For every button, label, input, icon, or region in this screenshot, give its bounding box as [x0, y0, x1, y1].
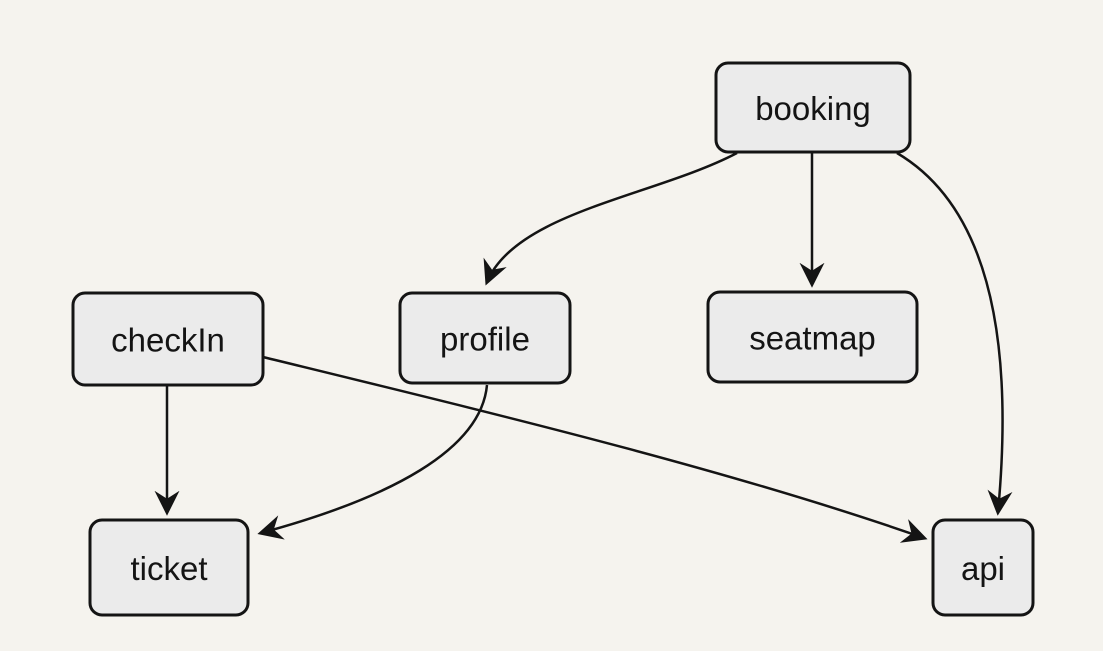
node-profile: profile: [398, 291, 572, 385]
node-api: api: [931, 518, 1035, 617]
node-seatmap-label: seatmap: [749, 320, 876, 357]
edge-checkIn-api: [262, 355, 928, 543]
node-seatmap-box: [706, 290, 919, 384]
node-booking: booking: [714, 61, 912, 154]
node-ticket: ticket: [88, 518, 250, 617]
node-booking-label: booking: [755, 90, 871, 127]
edge-booking-profile: [483, 151, 738, 286]
edge-booking-api: [896, 151, 1013, 516]
node-checkIn-box: [71, 291, 265, 387]
node-profile-box: [398, 291, 572, 385]
node-api-box: [931, 518, 1035, 617]
edge-profile-ticket: [257, 384, 489, 540]
node-api-label: api: [961, 550, 1005, 587]
nodes-layer: booking checkIn profile seatmap ticket api: [71, 61, 1035, 617]
edges-layer: [154, 151, 1013, 543]
node-profile-label: profile: [440, 321, 530, 358]
node-ticket-label: ticket: [130, 550, 207, 587]
node-ticket-box: [88, 518, 250, 617]
node-checkIn-label: checkIn: [111, 322, 225, 359]
node-checkIn: checkIn: [71, 291, 265, 387]
node-seatmap: seatmap: [706, 290, 919, 384]
node-booking-box: [714, 61, 912, 154]
